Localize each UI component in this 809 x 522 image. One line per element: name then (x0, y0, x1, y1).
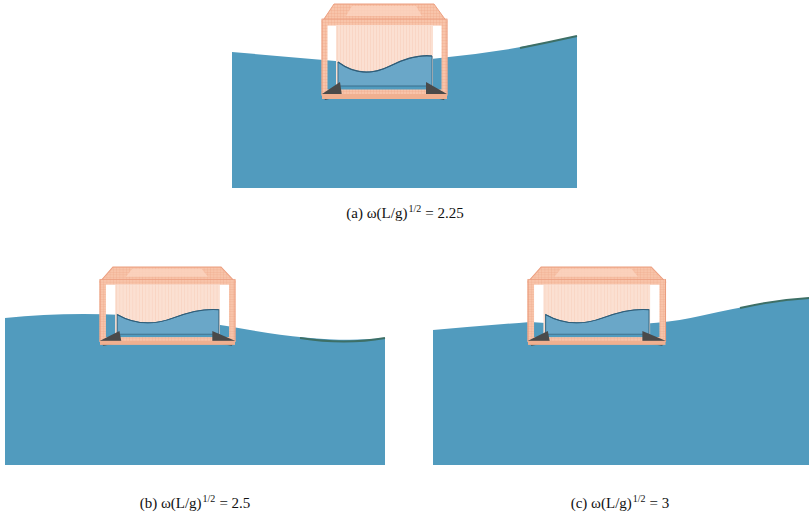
caption-text: = 2.5 (219, 495, 250, 511)
panel-caption: (c) ω(L/g)1/2 = 3 (571, 493, 670, 512)
caption-text: = 3 (650, 495, 670, 511)
caption-text: (b) ω(L/g) (140, 495, 202, 511)
caption-text: (c) ω(L/g) (571, 495, 632, 511)
exponent: 1/2 (633, 493, 646, 504)
caption-text: = 2.25 (425, 205, 463, 221)
panel-caption: (b) ω(L/g)1/2= 2.5 (140, 493, 251, 512)
caption-text: (a) ω(L/g) (346, 205, 407, 221)
panel-caption: (a) ω(L/g)1/2 = 2.25 (346, 203, 463, 222)
exponent: 1/2 (203, 493, 216, 504)
exponent: 1/2 (408, 203, 421, 214)
